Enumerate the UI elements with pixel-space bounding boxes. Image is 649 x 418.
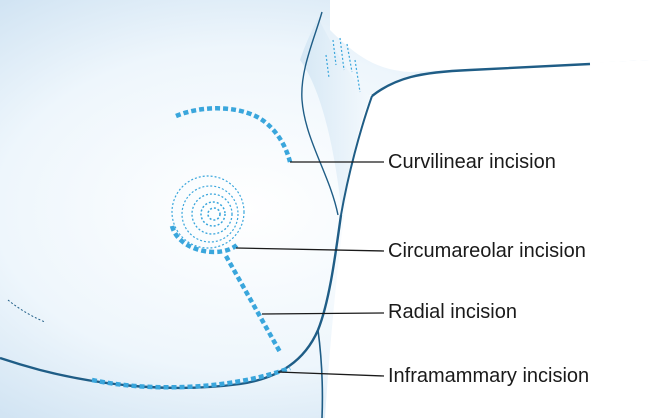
- circumareolar-incision-label: Circumareolar incision: [388, 241, 586, 261]
- inframammary-incision-label: Inframammary incision: [388, 366, 589, 386]
- radial-incision-label: Radial incision: [388, 302, 517, 322]
- curvilinear-incision-label: Curvilinear incision: [388, 152, 556, 172]
